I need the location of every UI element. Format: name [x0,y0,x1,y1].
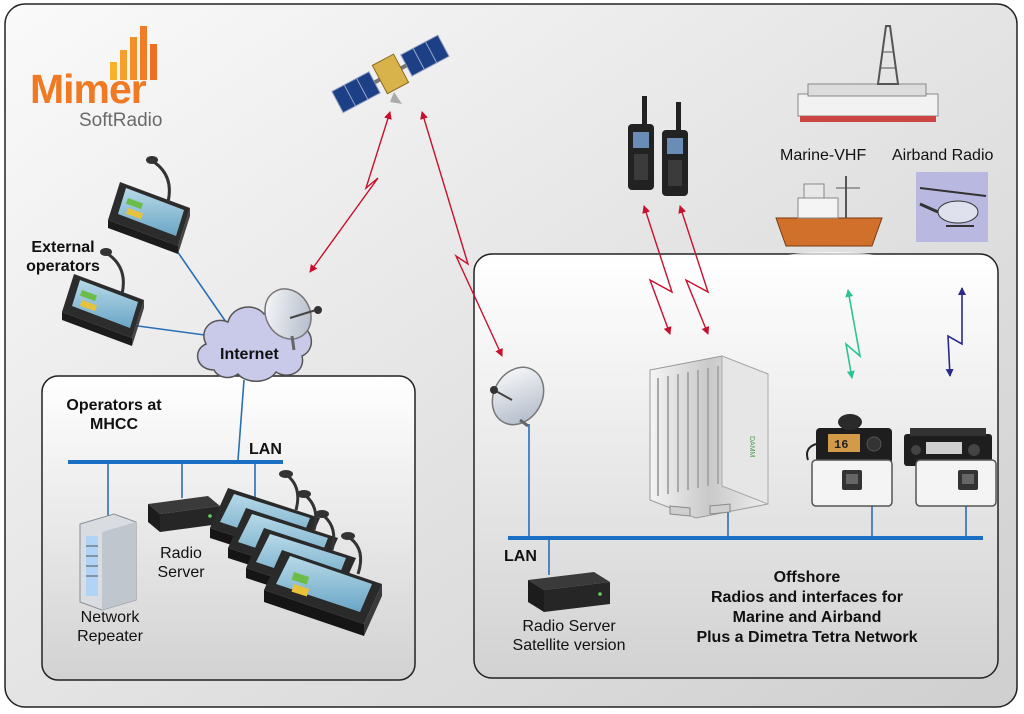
airband-radio-icon [904,428,992,466]
tetra-base-station-icon: DAMM [649,355,769,519]
network-repeater-icon [79,513,137,611]
console-icon [62,248,144,346]
airband-link [945,287,966,377]
network-repeater-label: Network Repeater [77,609,143,646]
radio-interface-icon [811,459,893,507]
svg-text:DAMM: DAMM [748,436,755,458]
ship-icon [775,176,883,264]
internet-label: Internet [220,346,279,363]
lan-label-mhcc: LAN [249,441,282,458]
console-icon [108,156,190,254]
console-stack-icon [210,470,382,636]
radio-server-label: Radio Server [157,545,205,582]
satellite-dish-icon [490,366,545,428]
radio-server-satellite-icon [528,572,610,612]
radio-server-satellite-label: Radio Server Satellite version [512,618,626,655]
helicopter-icon [916,172,988,242]
mimer-logo-bars-icon [110,26,157,80]
marine-vhf-radio-icon: 16 [806,414,892,464]
satellite-links [309,111,503,357]
brand-logo: Mimer [30,66,147,112]
airband-radio-label: Airband Radio [892,147,994,164]
handheld-radio-icon [662,102,688,196]
marine-vhf-label: Marine-VHF [780,147,867,164]
drilling-rig-icon [797,25,939,122]
handheld-radio-icon [628,96,654,190]
satellite-icon [331,34,450,114]
radio-server-icon [148,496,220,532]
radio-interface-icon [915,459,997,507]
svg-text:16: 16 [834,438,848,452]
lan-label-offshore: LAN [504,548,537,565]
external-operators-label: External operators [26,239,100,276]
satellite-dish-icon [264,288,322,351]
operators-mhcc-label: Operators at MHCC [66,397,162,434]
brand-subtitle: SoftRadio [79,110,163,131]
tetra-links [642,205,710,335]
marine-link [844,289,862,379]
offshore-description: Offshore Radios and interfaces for Marin… [696,569,918,646]
